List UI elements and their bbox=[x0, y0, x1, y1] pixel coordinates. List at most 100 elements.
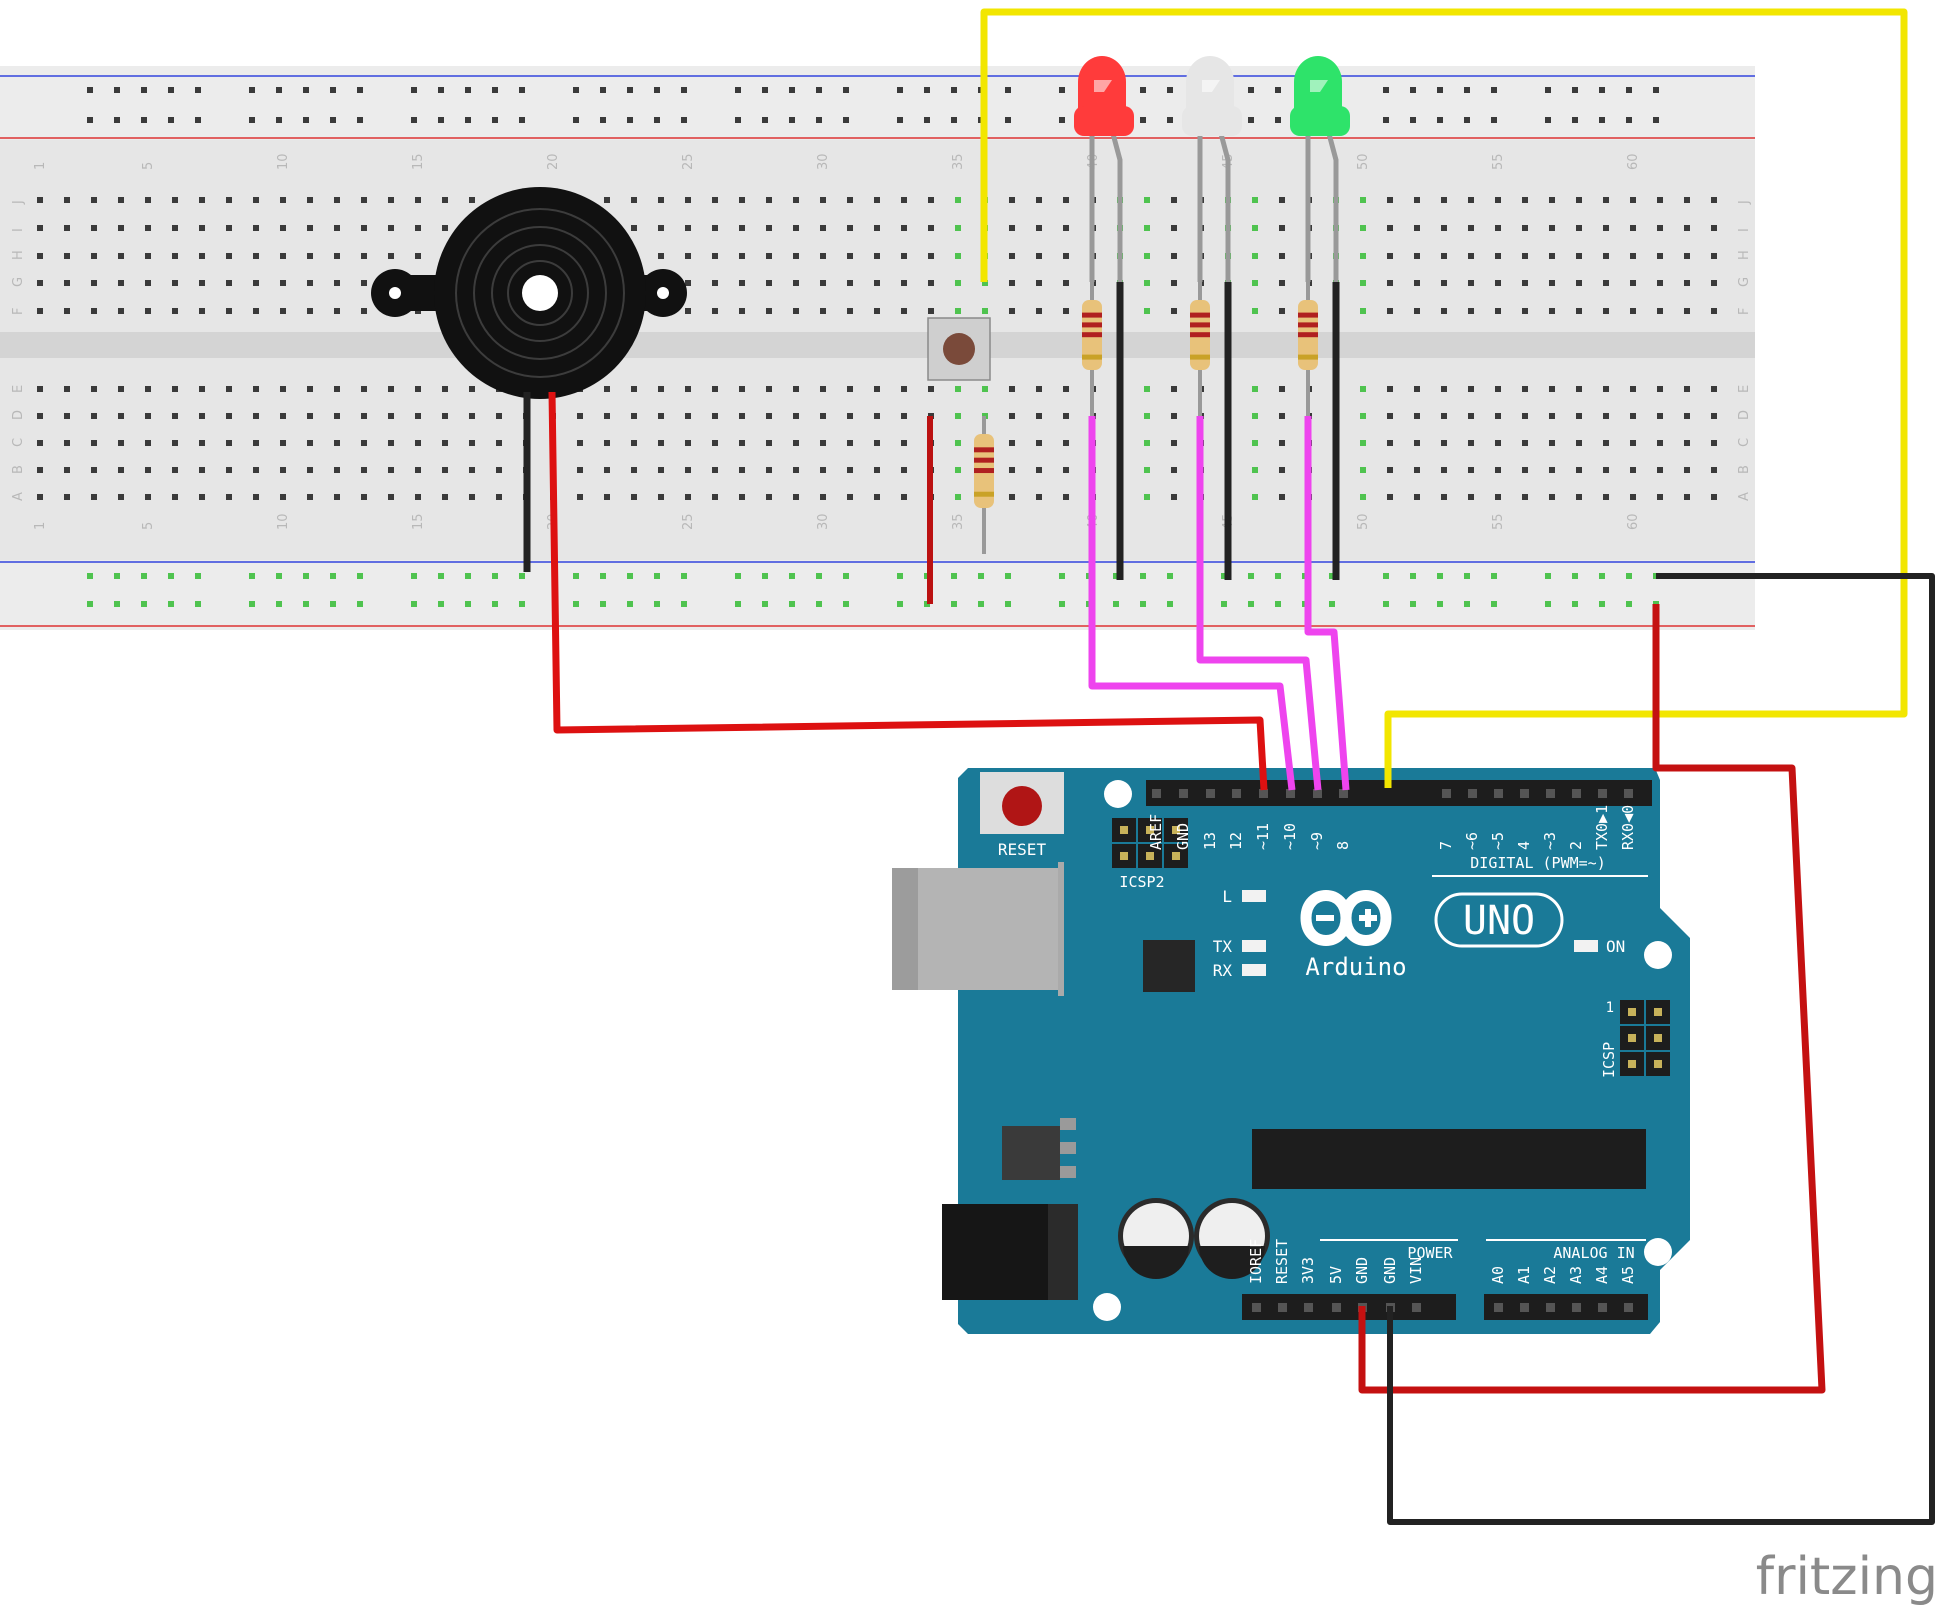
breadboard-hole[interactable] bbox=[388, 440, 394, 446]
breadboard-hole[interactable] bbox=[91, 280, 97, 286]
breadboard-hole[interactable] bbox=[280, 280, 286, 286]
breadboard-hole[interactable] bbox=[658, 225, 664, 231]
breadboard-hole[interactable] bbox=[1657, 386, 1663, 392]
breadboard-hole[interactable] bbox=[172, 440, 178, 446]
breadboard-hole[interactable] bbox=[1711, 467, 1717, 473]
breadboard-hole[interactable] bbox=[1684, 280, 1690, 286]
rail-hole[interactable] bbox=[1599, 573, 1605, 579]
rail-hole[interactable] bbox=[87, 573, 93, 579]
rail-hole[interactable] bbox=[1545, 117, 1551, 123]
rail-hole[interactable] bbox=[1140, 601, 1146, 607]
rail-hole[interactable] bbox=[1113, 601, 1119, 607]
rail-hole[interactable] bbox=[276, 573, 282, 579]
breadboard-hole[interactable] bbox=[847, 413, 853, 419]
rail-hole[interactable] bbox=[762, 87, 768, 93]
breadboard-hole[interactable] bbox=[847, 280, 853, 286]
breadboard-hole[interactable] bbox=[1522, 308, 1528, 314]
breadboard-hole[interactable] bbox=[1576, 280, 1582, 286]
breadboard-hole[interactable] bbox=[1279, 197, 1285, 203]
breadboard-hole[interactable] bbox=[1468, 386, 1474, 392]
breadboard-hole[interactable] bbox=[577, 413, 583, 419]
breadboard-hole[interactable] bbox=[118, 253, 124, 259]
rail-hole[interactable] bbox=[681, 601, 687, 607]
rail-hole[interactable] bbox=[978, 601, 984, 607]
breadboard-hole[interactable] bbox=[253, 494, 259, 500]
rail-hole[interactable] bbox=[168, 601, 174, 607]
header-pin[interactable] bbox=[1252, 1303, 1261, 1312]
breadboard-hole[interactable] bbox=[739, 253, 745, 259]
breadboard-hole[interactable] bbox=[280, 413, 286, 419]
breadboard-hole[interactable] bbox=[1387, 225, 1393, 231]
rail-hole[interactable] bbox=[1464, 117, 1470, 123]
breadboard-hole[interactable] bbox=[766, 225, 772, 231]
breadboard-hole[interactable] bbox=[658, 467, 664, 473]
rail-hole[interactable] bbox=[114, 117, 120, 123]
breadboard-hole[interactable] bbox=[658, 253, 664, 259]
breadboard-hole[interactable] bbox=[1630, 308, 1636, 314]
breadboard-hole[interactable] bbox=[91, 253, 97, 259]
breadboard-hole[interactable] bbox=[955, 280, 961, 286]
rail-hole[interactable] bbox=[1599, 117, 1605, 123]
breadboard-hole[interactable] bbox=[847, 440, 853, 446]
breadboard-hole[interactable] bbox=[739, 197, 745, 203]
breadboard-hole[interactable] bbox=[712, 440, 718, 446]
breadboard-hole[interactable] bbox=[1603, 440, 1609, 446]
rail-hole[interactable] bbox=[735, 573, 741, 579]
breadboard-hole[interactable] bbox=[1063, 386, 1069, 392]
breadboard-hole[interactable] bbox=[226, 494, 232, 500]
breadboard-hole[interactable] bbox=[793, 386, 799, 392]
breadboard-hole[interactable] bbox=[1549, 413, 1555, 419]
rail-hole[interactable] bbox=[411, 601, 417, 607]
breadboard-hole[interactable] bbox=[1495, 386, 1501, 392]
breadboard-hole[interactable] bbox=[37, 440, 43, 446]
rail-hole[interactable] bbox=[951, 573, 957, 579]
breadboard-hole[interactable] bbox=[1603, 308, 1609, 314]
breadboard-hole[interactable] bbox=[1144, 197, 1150, 203]
breadboard-hole[interactable] bbox=[1171, 494, 1177, 500]
breadboard-hole[interactable] bbox=[1468, 197, 1474, 203]
breadboard-hole[interactable] bbox=[1549, 494, 1555, 500]
breadboard-hole[interactable] bbox=[280, 308, 286, 314]
breadboard-hole[interactable] bbox=[253, 467, 259, 473]
breadboard-hole[interactable] bbox=[361, 253, 367, 259]
breadboard-hole[interactable] bbox=[361, 413, 367, 419]
breadboard-hole[interactable] bbox=[712, 467, 718, 473]
breadboard-hole[interactable] bbox=[1576, 386, 1582, 392]
breadboard-hole[interactable] bbox=[388, 225, 394, 231]
rail-hole[interactable] bbox=[330, 573, 336, 579]
breadboard-hole[interactable] bbox=[1495, 308, 1501, 314]
breadboard-hole[interactable] bbox=[442, 467, 448, 473]
breadboard-hole[interactable] bbox=[91, 467, 97, 473]
rail-hole[interactable] bbox=[1572, 601, 1578, 607]
breadboard-hole[interactable] bbox=[118, 197, 124, 203]
rail-hole[interactable] bbox=[411, 573, 417, 579]
breadboard-hole[interactable] bbox=[874, 494, 880, 500]
rail-hole[interactable] bbox=[1140, 87, 1146, 93]
breadboard-hole[interactable] bbox=[847, 253, 853, 259]
breadboard-hole[interactable] bbox=[658, 197, 664, 203]
breadboard-hole[interactable] bbox=[307, 413, 313, 419]
breadboard-hole[interactable] bbox=[199, 467, 205, 473]
breadboard-hole[interactable] bbox=[1657, 225, 1663, 231]
breadboard-hole[interactable] bbox=[1252, 280, 1258, 286]
breadboard-hole[interactable] bbox=[1360, 197, 1366, 203]
breadboard-hole[interactable] bbox=[604, 197, 610, 203]
rail-hole[interactable] bbox=[789, 601, 795, 607]
breadboard-hole[interactable] bbox=[1252, 413, 1258, 419]
breadboard-hole[interactable] bbox=[334, 413, 340, 419]
breadboard-hole[interactable] bbox=[712, 253, 718, 259]
breadboard-hole[interactable] bbox=[118, 308, 124, 314]
breadboard-hole[interactable] bbox=[1009, 280, 1015, 286]
breadboard-hole[interactable] bbox=[874, 308, 880, 314]
breadboard-hole[interactable] bbox=[226, 413, 232, 419]
breadboard-hole[interactable] bbox=[1603, 494, 1609, 500]
breadboard-hole[interactable] bbox=[145, 467, 151, 473]
breadboard-hole[interactable] bbox=[928, 225, 934, 231]
breadboard-hole[interactable] bbox=[1495, 253, 1501, 259]
breadboard-hole[interactable] bbox=[118, 494, 124, 500]
breadboard-hole[interactable] bbox=[820, 197, 826, 203]
breadboard-hole[interactable] bbox=[1522, 197, 1528, 203]
rail-hole[interactable] bbox=[600, 601, 606, 607]
breadboard-hole[interactable] bbox=[1279, 225, 1285, 231]
header-pin[interactable] bbox=[1468, 789, 1477, 798]
